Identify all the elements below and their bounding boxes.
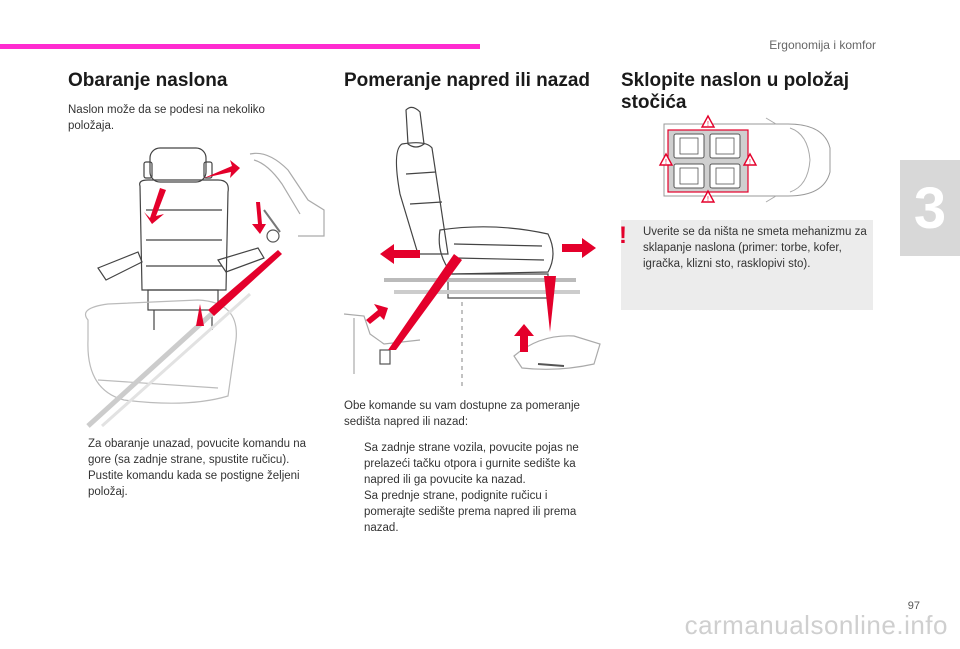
- watermark: carmanualsonline.info: [684, 610, 948, 640]
- list-item: Sa zadnje strane vozila, povucite pojas …: [364, 442, 579, 486]
- svg-text:!: !: [665, 159, 667, 166]
- accent-bar: [0, 44, 480, 49]
- list-item: Sa prednje strane, podignite ručicu i po…: [364, 490, 577, 534]
- column-2-intro: Obe komande su vam dostupne za pomeranje…: [344, 400, 580, 428]
- seat-recline-illustration: [84, 147, 325, 428]
- svg-text:!: !: [707, 196, 709, 203]
- section-title: Ergonomija i komfor: [769, 38, 876, 52]
- column-1-intro: Naslon može da se podesi na nekoliko pol…: [68, 104, 265, 132]
- list-item: Pustite komandu kada se postigne željeni…: [88, 470, 300, 498]
- svg-text:!: !: [749, 159, 751, 166]
- vehicle-top-view-illustration: ! ! ! !: [658, 114, 831, 203]
- chapter-number: 3: [913, 175, 947, 241]
- page-number: 97: [907, 600, 920, 612]
- chapter-tab: 3: [900, 160, 960, 256]
- svg-text:!: !: [707, 121, 709, 128]
- column-2-title: Pomeranje napred ili nazad: [344, 70, 591, 91]
- column-1-bullets: Za obaranje unazad, povucite komandu na …: [68, 436, 320, 500]
- warning-icon: !: [619, 222, 627, 249]
- list-item: Za obaranje unazad, povucite komandu na …: [88, 438, 307, 466]
- warning-box: ! Uverite se da ništa ne smeta mehanizmu…: [619, 220, 873, 310]
- column-1-title: Obaranje naslona: [68, 70, 228, 91]
- seat-slide-illustration: [344, 106, 601, 388]
- column-3-title: Sklopite naslon u položaj stočića: [621, 70, 850, 113]
- column-2-bullets: Sa zadnje strane vozila, povucite pojas …: [344, 440, 600, 536]
- warning-text: Uverite se da ništa ne smeta mehanizmu z…: [643, 226, 867, 270]
